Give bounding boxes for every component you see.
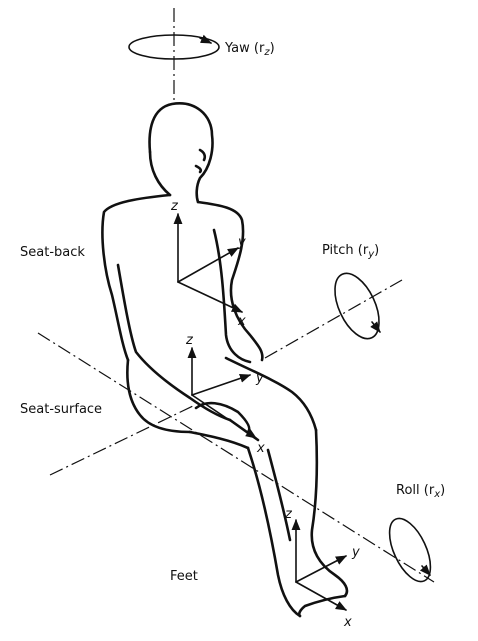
roll-axis-line [37,332,435,583]
seat-surface-x-label: x [256,441,265,456]
feet-y-label: y [351,545,360,560]
seat-back-z-label: z [170,199,179,214]
seat-surface-z-label: z [185,333,194,348]
feet-x-label: x [343,615,352,630]
seat-back-label: Seat-back [20,245,85,260]
seat-surface-y-label: y [255,371,264,386]
roll-label: Roll (rx) [396,483,445,500]
roll-rotation-icon [388,517,432,583]
seat-back-x-label: x [237,314,246,329]
yaw-label: Yaw (rz) [224,41,275,58]
seat-surface-axis-line [49,404,196,476]
human-figure [101,102,349,618]
feet-label: Feet [170,569,198,584]
yaw-rotation-icon [128,34,220,60]
feet-coordinate-system [291,518,347,611]
pitch-label: Pitch (ry) [322,243,379,260]
seat-surface-coordinate-system [187,346,257,439]
pitch-axis-line [264,279,403,359]
seat-back-y-label: y [237,235,246,250]
seat-back-coordinate-system [173,212,244,313]
seat-surface-label: Seat-surface [20,402,102,417]
pitch-rotation-icon [334,272,381,340]
feet-z-label: z [284,507,293,522]
